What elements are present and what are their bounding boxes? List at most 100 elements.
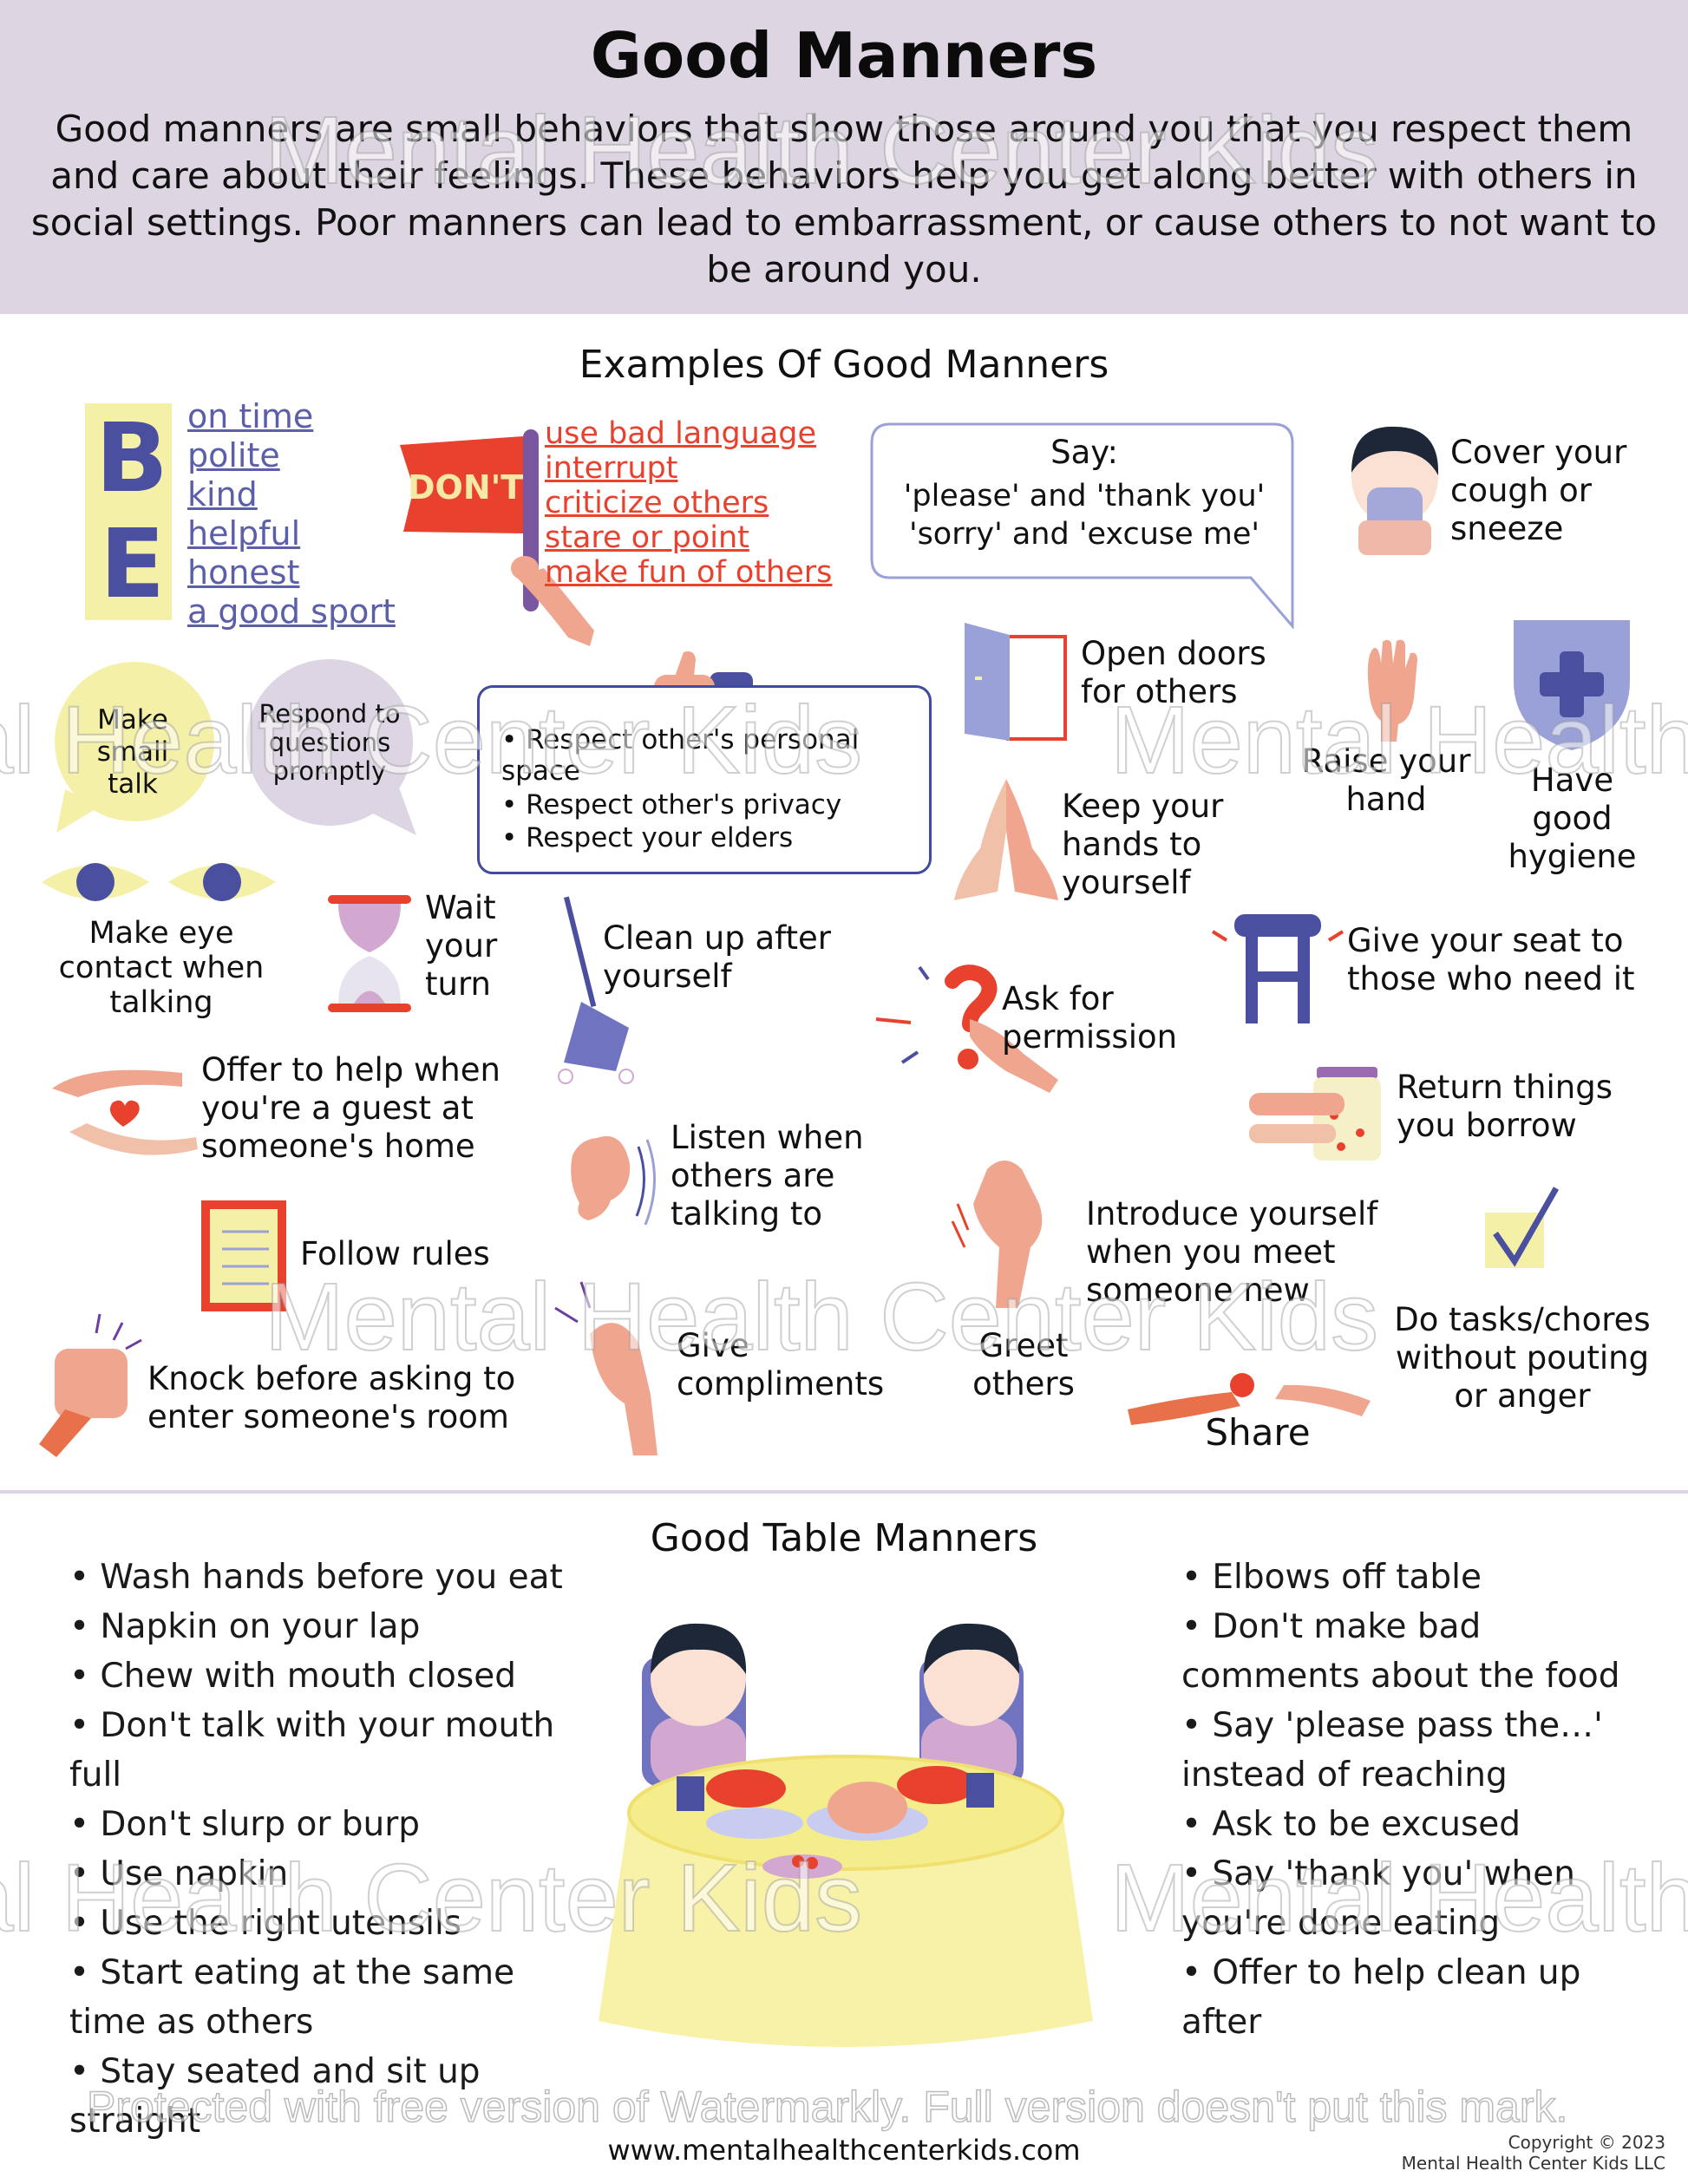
broom-icon [558, 896, 634, 1084]
dont-item: use bad language [545, 416, 817, 451]
list-item: Napkin on your lap [69, 1602, 572, 1651]
offer-help-label: Offer to help when you're a guest at som… [201, 1051, 501, 1165]
ear-icon [571, 1136, 657, 1226]
eyes-icon [42, 863, 276, 901]
heart-hands-icon [52, 1069, 198, 1155]
sneezing-person-icon [1351, 426, 1439, 555]
jar-icon [1249, 1067, 1381, 1161]
dont-flag-label: DON'T [408, 468, 524, 507]
website-url: www.mentalhealthcenterkids.com [607, 2134, 1081, 2167]
header-banner [0, 0, 1688, 314]
list-item: Offer to help clean up after [1181, 1948, 1667, 2047]
respect-item: • Respect other's personal space [501, 724, 860, 787]
table-right-list: Elbows off table Don't make bad comments… [1181, 1553, 1667, 2047]
ask-permission-label: Ask for permission [1002, 980, 1178, 1056]
health-shield-icon [1514, 620, 1630, 750]
list-item: Chew with mouth closed [69, 1651, 572, 1701]
be-letters-panel [85, 403, 172, 620]
list-item: Use the right utensils [69, 1899, 572, 1948]
be-item: helpful [187, 514, 301, 553]
wait-turn-label: Wait your turn [425, 889, 498, 1003]
watermark: Mental Health Center Kids [0, 686, 863, 794]
letter-e: E [100, 508, 166, 619]
follow-rules-label: Follow rules [300, 1235, 490, 1272]
company-name: Mental Health Center Kids LLC [1401, 2153, 1665, 2174]
be-item: a good sport [187, 592, 396, 631]
watermark: Mental Health Center Kids [1109, 686, 1688, 794]
share-label: Share [1205, 1411, 1311, 1454]
respond-label: Respond to questions promptly [258, 699, 401, 786]
list-item: Ask to be excused [1181, 1800, 1667, 1849]
intro-text: Good manners are small behaviors that sh… [30, 108, 1658, 291]
respect-list: • Respect other's personal space • Respe… [501, 724, 918, 854]
list-item: Say 'thank you' when you're done eating [1181, 1849, 1667, 1948]
letter-b: B [95, 402, 168, 513]
knocking-fist-icon [39, 1313, 142, 1457]
list-item: Start eating at the same time as others [69, 1948, 572, 2047]
say-line-2: 'sorry' and 'excuse me' [908, 517, 1260, 552]
list-item: Don't talk with your mouth full [69, 1701, 572, 1800]
clean-up-label: Clean up after yourself [603, 919, 831, 995]
dont-flag-icon [400, 429, 594, 646]
clapping-hand-icon [554, 1281, 658, 1455]
door-icon [965, 623, 1067, 741]
checkmark-icon [1485, 1187, 1560, 1268]
return-things-label: Return things you borrow [1397, 1069, 1613, 1144]
tasks-label: Do tasks/chores without pouting or anger [1394, 1301, 1651, 1415]
section-divider [0, 1490, 1688, 1494]
cover-cough-label: Cover your cough or sneeze [1450, 434, 1627, 547]
dont-list: use bad language interrupt criticize oth… [545, 416, 832, 590]
respect-item-text: Respect your elders [526, 822, 794, 853]
clipboard-icon [201, 1200, 286, 1311]
question-hand-icon [875, 964, 1058, 1093]
examples-heading: Examples Of Good Manners [579, 343, 1109, 387]
sharing-hands-icon [1128, 1373, 1371, 1425]
say-title: Say: [1050, 434, 1118, 471]
waving-hand-icon [951, 1161, 1043, 1308]
listen-label: Listen when others are talking to [671, 1119, 864, 1233]
list-item: Use napkin [69, 1849, 572, 1899]
table-manners-heading: Good Table Manners [650, 1516, 1038, 1560]
respect-item-text: Respect other's personal space [501, 724, 860, 787]
respect-item: • Respect your elders [501, 822, 794, 853]
speech-bubble-icon [870, 422, 1294, 631]
dont-item: interrupt [545, 451, 678, 486]
raised-hand-icon [1367, 639, 1417, 742]
copyright: Copyright © 2023 [1508, 2132, 1665, 2153]
say-line-1: 'please' and 'thank you' [903, 479, 1266, 513]
hygiene-label: Have good hygiene [1508, 762, 1637, 875]
dont-item: criticize others [545, 486, 769, 520]
be-list: on time polite kind helpful honest a goo… [187, 397, 396, 631]
compliments-label: Give compliments [677, 1327, 885, 1403]
small-talk-bubble-icon [55, 662, 214, 833]
respect-item-text: Respect other's privacy [526, 789, 842, 821]
watermark-notice: Protected with free version of Watermark… [86, 2082, 1568, 2132]
list-item: Stay seated and sit up straight [69, 2047, 572, 2146]
dinner-table-illustration [599, 1623, 1093, 2047]
hourglass-icon [328, 895, 411, 1012]
dont-item: make fun of others [545, 555, 833, 590]
be-item: polite [187, 436, 280, 474]
praying-hands-icon [954, 779, 1058, 900]
greet-label: Greet others [972, 1327, 1075, 1403]
small-talk-label: Make small talk [96, 704, 169, 800]
watermark: Mental Health Center Kids [264, 96, 1379, 205]
be-item: kind [187, 475, 258, 513]
keep-hands-label: Keep your hands to yourself [1062, 788, 1224, 901]
introduce-label: Introduce yourself when you meet someone… [1086, 1195, 1378, 1309]
respond-bubble-icon [246, 659, 416, 835]
respect-box [477, 685, 932, 874]
open-doors-label: Open doors for others [1081, 635, 1266, 710]
watermark: Mental Health Center Kids [0, 1844, 863, 1952]
eye-contact-label: Make eye contact when talking [58, 916, 265, 1020]
raise-hand-label: Raise your hand [1301, 742, 1471, 818]
watermark: Mental Health Center Kids [264, 1263, 1379, 1371]
give-seat-label: Give your seat to those who need it [1347, 922, 1635, 997]
respect-item: • Respect other's privacy [501, 789, 842, 821]
be-item: on time [187, 397, 314, 435]
stool-icon [1211, 914, 1345, 1023]
be-item: honest [187, 553, 300, 592]
list-item: Don't make bad comments about the food [1181, 1602, 1667, 1701]
page-title: Good Manners [590, 19, 1098, 92]
list-item: Don't slurp or burp [69, 1800, 572, 1849]
